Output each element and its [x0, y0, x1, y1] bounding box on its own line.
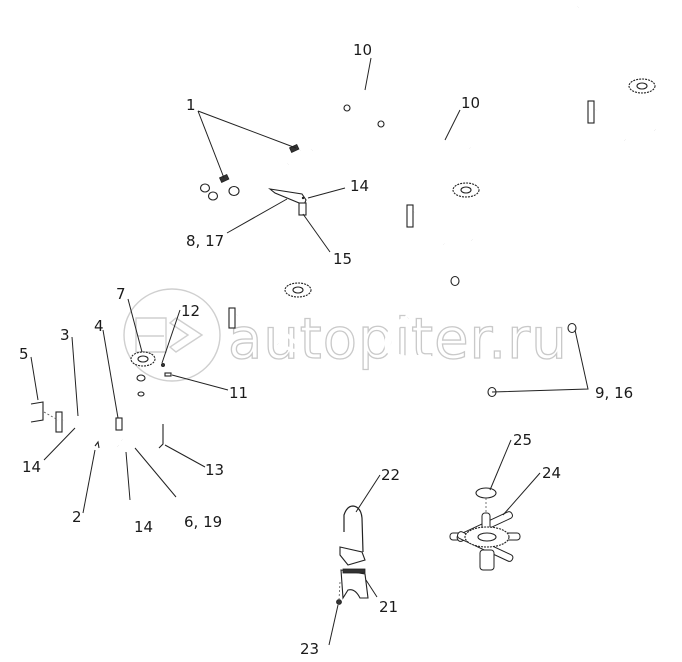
watermark-logo-arrow — [168, 317, 204, 353]
burner-assembly-top-right — [587, 78, 657, 153]
pipe-10-short — [377, 116, 471, 151]
callout-21: 21 — [379, 598, 398, 616]
callout-14-left: 14 — [22, 458, 41, 476]
callout-9-16: 9, 16 — [595, 384, 633, 402]
callout-6-19: 6, 19 — [184, 513, 222, 531]
callout-5: 5 — [19, 345, 29, 363]
pipe-bundle-1 — [199, 143, 314, 201]
callout-10-long: 10 — [353, 41, 372, 59]
distributor-24 — [449, 487, 521, 571]
leader-lines — [30, 57, 589, 646]
callout-7: 7 — [116, 285, 126, 303]
callout-11: 11 — [229, 384, 248, 402]
callout-1: 1 — [186, 96, 196, 114]
callout-24: 24 — [542, 464, 561, 482]
callout-13: 13 — [205, 461, 224, 479]
bracket-8-17 — [268, 188, 307, 216]
callout-14-bottom: 14 — [134, 518, 153, 536]
callout-15: 15 — [333, 250, 352, 268]
callout-14-bracket: 14 — [350, 177, 369, 195]
watermark: autopiter.ru — [123, 288, 568, 382]
callout-25: 25 — [513, 431, 532, 449]
callout-23: 23 — [300, 640, 319, 658]
callout-8-17: 8, 17 — [186, 232, 224, 250]
callout-10-short: 10 — [461, 94, 480, 112]
clamp-assembly — [336, 505, 369, 605]
burner-assembly-center — [228, 282, 312, 353]
burner-assembly-middle — [406, 182, 480, 253]
watermark-logo-ring — [123, 288, 221, 382]
callout-22: 22 — [381, 466, 400, 484]
callout-12: 12 — [181, 302, 200, 320]
callout-labels: 1 10 10 14 8, 17 15 7 12 3 4 5 11 14 13 … — [19, 41, 633, 658]
burner-assembly-left-exploded — [30, 351, 172, 449]
callout-2: 2 — [72, 508, 82, 526]
callout-3: 3 — [60, 326, 70, 344]
pipe-10-long — [343, 4, 579, 112]
watermark-text: autopiter.ru — [228, 307, 568, 372]
callout-4: 4 — [94, 317, 104, 335]
